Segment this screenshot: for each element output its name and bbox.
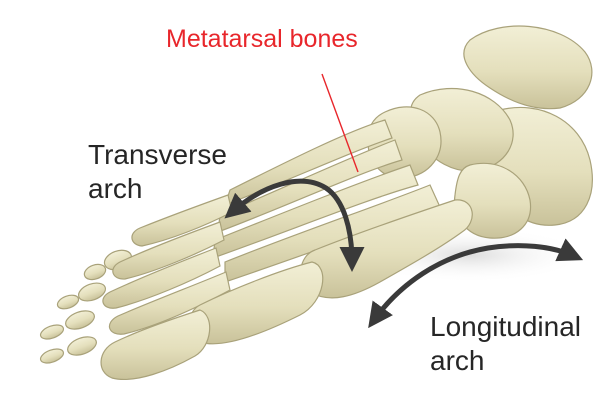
longitudinal-arch-label: Longitudinal arch <box>430 310 581 378</box>
phalanx-little-tip-2 <box>82 262 107 283</box>
phalanx-second-tip <box>65 333 99 358</box>
metatarsal-bones-label: Metatarsal bones <box>166 24 358 55</box>
phalanx-fourth-tip-2 <box>56 293 81 312</box>
phalanx-third-tip-2 <box>39 322 66 341</box>
phalanx-third-tip <box>63 307 97 332</box>
transverse-arch-label: Transverse arch <box>88 138 227 206</box>
phalanx-second-tip-2 <box>39 346 66 365</box>
